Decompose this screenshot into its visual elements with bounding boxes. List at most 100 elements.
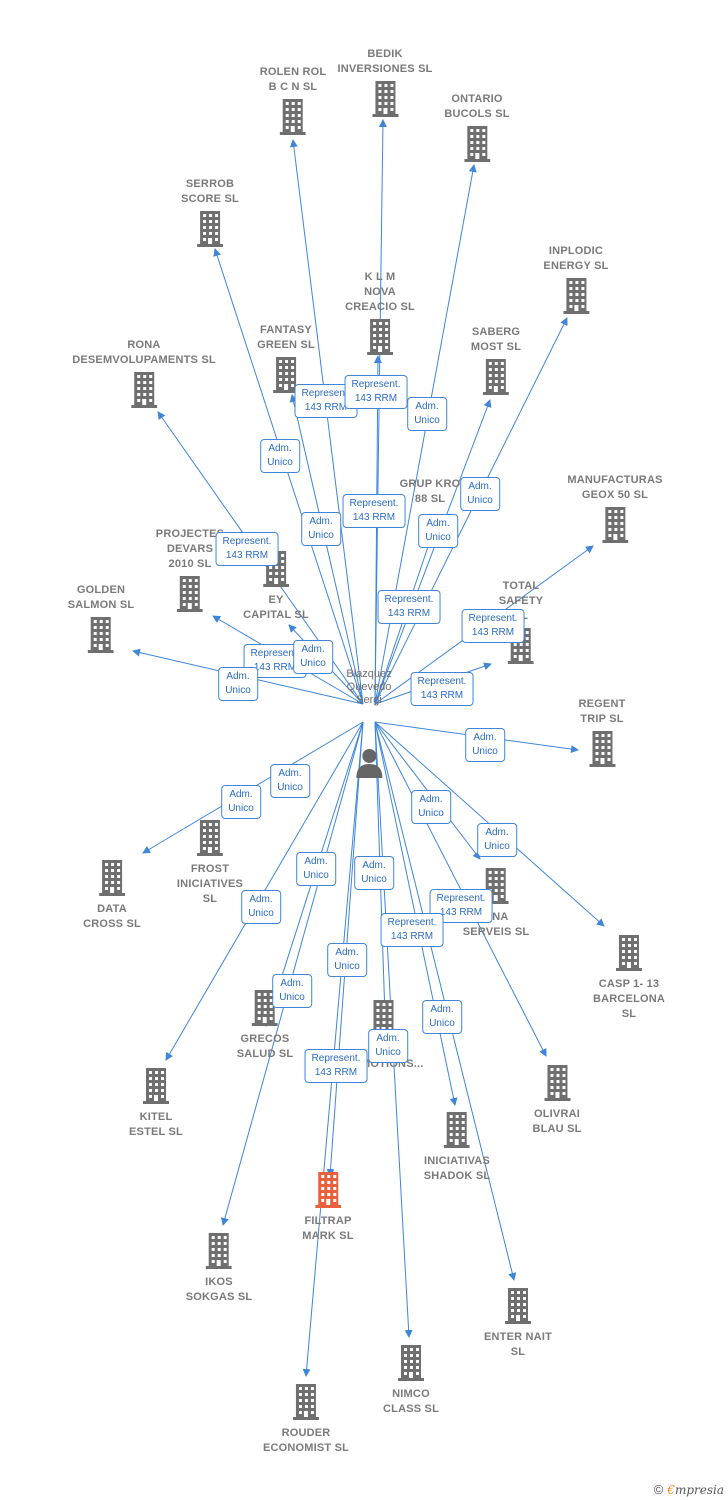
relation-label[interactable]: Represent. 143 RRM [380, 913, 444, 947]
company-node-datacross[interactable]: DATA CROSS SL [83, 860, 141, 932]
company-node-frost[interactable]: FROST INICIATIVES SL [177, 820, 243, 907]
company-node-rona[interactable]: RONA DESEMVOLUPAMENTS SL [72, 338, 216, 408]
building-icon [143, 1068, 169, 1104]
relation-label[interactable]: Represent. 143 RRM [294, 384, 358, 418]
relation-label[interactable]: Adm. Unico [218, 667, 258, 701]
person-icon [355, 749, 382, 778]
relation-label[interactable]: Adm. Unico [465, 728, 505, 762]
relation-label[interactable]: Adm. Unico [272, 974, 312, 1008]
company-label: FROST INICIATIVES SL [176, 863, 244, 905]
company-label: REGENT TRIP SL [578, 698, 626, 725]
relation-label[interactable]: Adm. Unico [477, 823, 517, 857]
center-person[interactable]: Blazquez Quevedo Sergi [346, 668, 392, 779]
company-node-rouder[interactable]: ROUDER ECONOMIST SL [263, 1384, 349, 1456]
building-icon [444, 1112, 470, 1148]
relation-label[interactable]: Adm. Unico [296, 852, 336, 886]
building-icon [131, 372, 157, 408]
relation-label[interactable]: Adm. Unico [260, 439, 300, 473]
company-label: ENTER NAIT SL [484, 1331, 552, 1358]
footer-brand[interactable]: ©€mpresia [654, 1482, 724, 1497]
relation-label[interactable]: Represent. 143 RRM [304, 1049, 368, 1083]
company-node-olivrai[interactable]: OLIVRAI BLAU SL [532, 1065, 581, 1137]
company-node-saberg[interactable]: SABERG MOST SL [471, 325, 521, 395]
company-node-enternait[interactable]: ENTER NAIT SL [484, 1288, 552, 1360]
company-node-nimco[interactable]: NIMCO CLASS SL [383, 1345, 439, 1417]
company-label: K L M NOVA CREACIO SL [345, 271, 415, 313]
edge-line [221, 721, 364, 1226]
edge-line [289, 394, 364, 705]
building-icon [314, 1172, 341, 1208]
building-icon [505, 1288, 531, 1324]
relation-label[interactable]: Represent. 143 RRM [215, 532, 279, 566]
company-label: GOLDEN SALMON SL [67, 584, 135, 611]
company-label: FANTASY GREEN SL [257, 324, 315, 351]
building-icon [398, 1345, 424, 1381]
relation-label[interactable]: Represent. 143 RRM [461, 609, 525, 643]
relation-label[interactable]: Adm. Unico [422, 1000, 462, 1034]
company-label: NIMCO CLASS SL [383, 1388, 439, 1415]
company-label: GRUP KRO 88 SL [399, 478, 461, 505]
brand-logo: €mpresia [667, 1483, 724, 1497]
company-node-inplodic[interactable]: INPLODIC ENERGY SL [543, 244, 608, 314]
relation-label[interactable]: Adm. Unico [327, 943, 367, 977]
relation-label[interactable]: Adm. Unico [221, 785, 261, 819]
building-icon [601, 507, 628, 543]
company-label: INPLODIC ENERGY SL [543, 245, 609, 272]
company-label: FILTRAP MARK SL [302, 1215, 354, 1242]
company-label: KITEL ESTEL SL [129, 1111, 183, 1138]
company-node-filtrap[interactable]: FILTRAP MARK SL [302, 1172, 354, 1244]
company-node-klm[interactable]: K L M NOVA CREACIO SL [345, 270, 415, 355]
company-node-casp[interactable]: CASP 1- 13 BARCELONA SL [593, 935, 665, 1022]
company-label: BEDIK INVERSIONES SL [337, 48, 433, 75]
building-icon [206, 1233, 232, 1269]
relation-label[interactable]: Adm. Unico [418, 514, 458, 548]
building-icon [293, 1384, 319, 1420]
company-node-serrob[interactable]: SERROB SCORE SL [181, 177, 239, 247]
company-node-regent[interactable]: REGENT TRIP SL [578, 697, 625, 767]
relation-label[interactable]: Adm. Unico [407, 397, 447, 431]
building-icon [197, 211, 223, 247]
relation-label[interactable]: Represent. 143 RRM [429, 889, 493, 923]
building-icon [543, 1065, 570, 1101]
company-node-projectes[interactable]: PROJECTES DEVARS 2010 SL [156, 527, 224, 612]
building-icon [615, 935, 642, 971]
relation-label[interactable]: Adm. Unico [270, 764, 310, 798]
company-node-ontario[interactable]: ONTARIO BUCOLS SL [444, 92, 509, 162]
company-node-bedik[interactable]: BEDIK INVERSIONES SL [337, 47, 432, 117]
building-icon [588, 731, 615, 767]
relation-label[interactable]: Adm. Unico [411, 790, 451, 824]
company-node-rolen[interactable]: ROLEN ROL B C N SL [260, 65, 327, 135]
company-label: ROUDER ECONOMIST SL [262, 1427, 350, 1454]
company-node-capital[interactable]: EY CAPITAL SL [243, 551, 309, 623]
company-label: CASP 1- 13 BARCELONA SL [592, 978, 666, 1020]
company-node-ikos[interactable]: IKOS SOKGAS SL [186, 1233, 253, 1305]
relation-label[interactable]: Represent. 143 RRM [410, 672, 474, 706]
company-node-grecos[interactable]: GRECOS SALUD SL [237, 990, 294, 1062]
building-icon [273, 357, 299, 393]
relation-label[interactable]: Adm. Unico [241, 890, 281, 924]
edge-line [213, 248, 364, 705]
relation-label[interactable]: Adm. Unico [354, 856, 394, 890]
company-node-fantasy[interactable]: FANTASY GREEN SL [257, 323, 315, 393]
building-icon [251, 990, 278, 1026]
relation-label[interactable]: Represent. 143 RRM [344, 375, 408, 409]
relation-label[interactable]: Represent. 143 RRM [342, 494, 406, 528]
company-label: DATA CROSS SL [83, 903, 141, 930]
company-node-golden[interactable]: GOLDEN SALMON SL [68, 583, 135, 653]
building-icon [371, 81, 398, 117]
building-icon [196, 820, 223, 856]
company-label: RONA DESEMVOLUPAMENTS SL [72, 339, 216, 366]
edge-line [373, 355, 382, 705]
relation-label[interactable]: Adm. Unico [301, 512, 341, 546]
building-icon [367, 319, 393, 355]
company-node-grupkro[interactable]: GRUP KRO 88 SL [400, 477, 461, 507]
relation-label[interactable]: Adm. Unico [293, 640, 333, 674]
center-person-label: Blazquez Quevedo Sergi [346, 668, 392, 706]
company-label: EY CAPITAL SL [243, 594, 309, 621]
relation-label[interactable]: Adm. Unico [460, 477, 500, 511]
company-node-manufacturas[interactable]: MANUFACTURAS GEOX 50 SL [567, 473, 662, 543]
relation-label[interactable]: Adm. Unico [368, 1029, 408, 1063]
company-node-kitel[interactable]: KITEL ESTEL SL [129, 1068, 183, 1140]
relation-label[interactable]: Represent. 143 RRM [377, 590, 441, 624]
company-node-shadok[interactable]: INICIATIVAS SHADOK SL [424, 1112, 491, 1184]
